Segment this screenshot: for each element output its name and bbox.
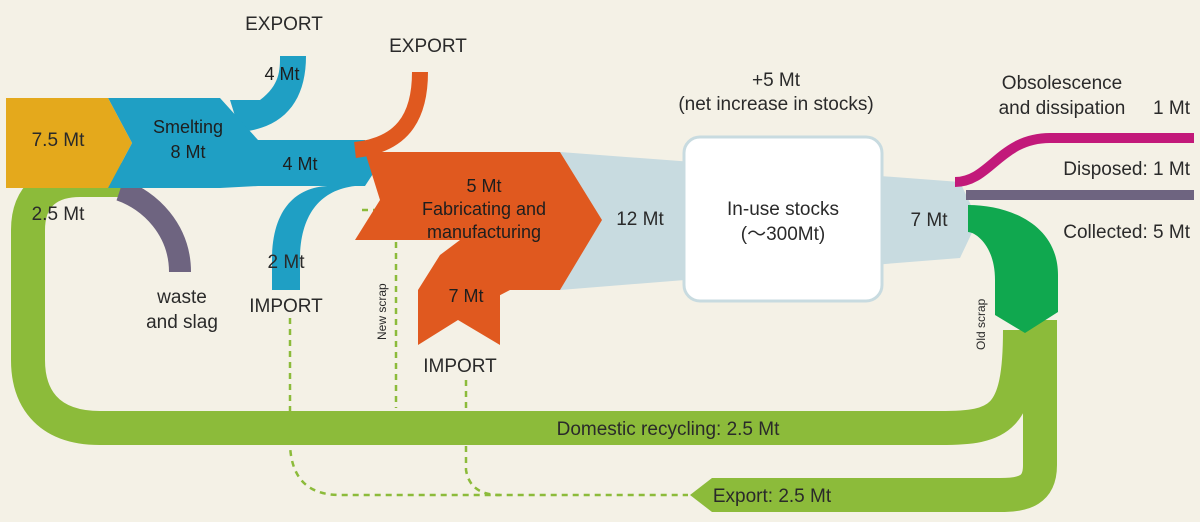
waste-slag-flow — [116, 179, 191, 273]
smelting-output-value: 4 Mt — [282, 154, 317, 174]
import-dashed-line — [288, 318, 688, 497]
smelting-recycle-value: 2.5 Mt — [32, 204, 86, 225]
obsolescence-flow — [954, 133, 1194, 187]
fabricating-export-flow — [353, 71, 428, 158]
export-recycling-arrowhead — [690, 478, 712, 512]
old-scrap-label: Old scrap — [974, 298, 988, 350]
stocks-increase-line1: +5 Mt — [752, 70, 801, 91]
stocks-outflow-value: 7 Mt — [911, 210, 949, 231]
obsolescence-value: 1 Mt — [1153, 98, 1191, 119]
fabricating-import-label: IMPORT — [423, 356, 497, 377]
smelting-export-label: EXPORT — [245, 14, 323, 35]
fabricating-title-line1: Fabricating and — [422, 199, 546, 219]
in-use-stocks-box — [682, 135, 884, 303]
collected-label: Collected: 5 Mt — [1063, 222, 1190, 243]
fabricating-value: 5 Mt — [466, 176, 501, 196]
new-scrap-label: New scrap — [375, 283, 389, 340]
smelting-block — [108, 98, 380, 188]
stocks-inflow-value: 12 Mt — [616, 209, 664, 230]
smelting-export-value: 4 Mt — [264, 64, 299, 84]
domestic-recycling-label: Domestic recycling: 2.5 Mt — [557, 419, 781, 440]
obsolescence-label-line1: Obsolescence — [1002, 73, 1122, 94]
waste-label-line1: waste — [156, 287, 207, 308]
disposed-label: Disposed: 1 Mt — [1063, 159, 1190, 180]
smelting-import-flow — [272, 186, 355, 290]
mining-input — [6, 98, 132, 188]
fabricating-import-value: 7 Mt — [448, 286, 483, 306]
collected-flow — [968, 205, 1058, 333]
stocks-increase-line2: (net increase in stocks) — [678, 94, 873, 115]
mining-value: 7.5 Mt — [32, 130, 86, 151]
smelting-title: Smelting — [153, 117, 223, 137]
smelting-import-label: IMPORT — [249, 296, 323, 317]
fabricating-import-flow — [418, 290, 500, 345]
export-recycling-flow — [712, 320, 1057, 512]
fab-import-dashed-line — [464, 380, 501, 497]
waste-label-line2: and slag — [146, 312, 218, 333]
fabricating-export-label: EXPORT — [389, 36, 467, 57]
domestic-recycling-flow — [11, 163, 1037, 445]
smelting-value: 8 Mt — [170, 142, 205, 162]
stocks-amount: (～300Mt) — [741, 224, 825, 245]
fabricating-title-line2: manufacturing — [427, 222, 541, 242]
fabricating-block — [355, 152, 602, 343]
smelting-import-value: 2 Mt — [268, 252, 306, 273]
smelting-export-flow — [230, 56, 306, 132]
stocks-title: In-use stocks — [727, 199, 839, 220]
export-recycling-label: Export: 2.5 Mt — [713, 486, 832, 507]
obsolescence-label-line2: and dissipation — [999, 98, 1126, 119]
